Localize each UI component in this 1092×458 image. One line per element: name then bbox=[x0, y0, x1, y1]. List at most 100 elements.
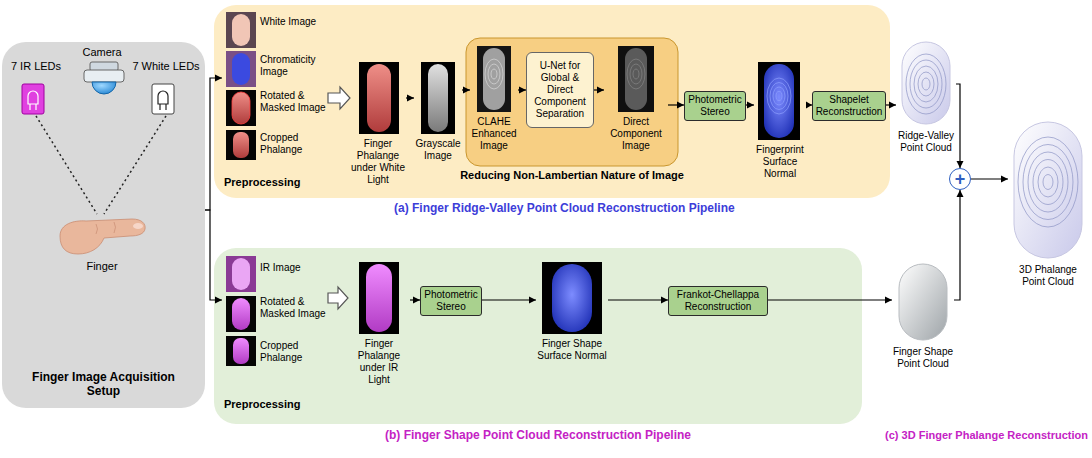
box-text: + bbox=[955, 170, 966, 188]
caption-text: Finger Phalange under IR Light bbox=[348, 338, 410, 386]
arrow-head bbox=[463, 87, 470, 94]
image-node: Direct Component Image bbox=[604, 46, 668, 154]
arrow-head bbox=[957, 190, 964, 197]
image-node: Finger Phalange under IR Light bbox=[348, 262, 410, 388]
arrow-head bbox=[747, 102, 754, 109]
light-ray bbox=[36, 116, 97, 214]
caption-text: Finger bbox=[52, 260, 152, 273]
flow-arrow bbox=[594, 87, 604, 94]
caption-text: (b) Finger Shape Point Cloud Reconstruct… bbox=[214, 428, 862, 442]
flow-arrow bbox=[482, 297, 536, 304]
point-cloud-node: Finger Shape Point Cloud bbox=[892, 262, 954, 372]
box-text: U-Net for Global & Direct Component Sepa… bbox=[529, 60, 591, 120]
arrow-head bbox=[677, 102, 684, 109]
non-lambertian-group: Reducing Non-Lambertian Nature of ImageC… bbox=[466, 38, 678, 166]
white-led-icon bbox=[152, 84, 174, 114]
block-arrow bbox=[328, 87, 350, 109]
flow-arrow bbox=[956, 84, 964, 168]
hollow-arrow bbox=[328, 287, 348, 309]
connector-line bbox=[608, 299, 668, 300]
connector-line bbox=[746, 104, 754, 105]
image-node: Finger Phalange under White Light bbox=[350, 62, 406, 188]
camera: Camera bbox=[74, 46, 130, 108]
caption-text: Camera bbox=[74, 46, 130, 59]
preprocessing-thumbnails bbox=[226, 12, 256, 366]
connector-line bbox=[104, 116, 166, 214]
connector-line bbox=[36, 116, 97, 214]
flow-arrow bbox=[608, 297, 668, 304]
caption-text: Direct Component Image bbox=[604, 116, 668, 152]
connector-line bbox=[956, 84, 960, 168]
connector-line bbox=[971, 178, 1008, 179]
white-led: 7 White LEDs bbox=[130, 60, 202, 116]
caption-text: 3D Phalange Point Cloud bbox=[1008, 264, 1088, 288]
flow-arrow bbox=[406, 95, 414, 102]
ir-led-icon bbox=[22, 84, 44, 114]
caption-text: 7 IR LEDs bbox=[8, 60, 64, 73]
connector-line bbox=[410, 299, 420, 300]
caption-text: Preprocessing bbox=[224, 398, 324, 411]
connector-line bbox=[768, 299, 892, 300]
arrow-head bbox=[889, 102, 896, 109]
process-box: Frankot-Chellappa Reconstruction bbox=[668, 286, 768, 316]
connector-line bbox=[668, 104, 684, 105]
caption-text: White Image bbox=[260, 16, 326, 28]
caption-text: Finger Image Acquisition Setup bbox=[22, 370, 185, 398]
caption-text: Finger Shape Point Cloud bbox=[892, 346, 954, 370]
connector-line bbox=[406, 97, 414, 98]
caption-text: Chromaticity Image bbox=[260, 54, 326, 78]
connector-line bbox=[205, 210, 222, 300]
point-cloud-node: 3D Phalange Point Cloud bbox=[1008, 120, 1088, 290]
connector-line bbox=[462, 89, 470, 90]
ir-led: 7 IR LEDs bbox=[8, 60, 64, 116]
box-text: Photometric Stereo bbox=[423, 289, 479, 313]
setup-panel: Finger Image Acquisition Setup 7 IR LEDs C… bbox=[2, 42, 205, 408]
caption-text: Ridge-Valley Point Cloud bbox=[896, 130, 956, 154]
connector-line bbox=[886, 104, 896, 105]
block-arrow bbox=[328, 287, 348, 309]
arrow-head bbox=[957, 161, 964, 168]
network-box: U-Net for Global & Direct Component Sepa… bbox=[526, 52, 594, 128]
arrow-head bbox=[1001, 176, 1008, 183]
process-box: Shapelet Reconstruction bbox=[812, 91, 886, 121]
image-node: Grayscale Image bbox=[414, 62, 462, 164]
panel-grounds bbox=[2, 5, 890, 424]
camera-icon bbox=[84, 62, 124, 94]
flow-arrow bbox=[668, 102, 684, 109]
caption-text: Cropped Phalange bbox=[260, 132, 326, 156]
arrow-head bbox=[215, 297, 222, 304]
caption-text: Fingerprint Surface Normal bbox=[754, 144, 806, 180]
preprocessing-group: White ImageChromaticity ImageRotated & M… bbox=[222, 10, 328, 195]
flow-arrow bbox=[205, 210, 222, 304]
arrow-head bbox=[661, 297, 668, 304]
pipeline-panel: (a) Finger Ridge-Valley Point Cloud Reco… bbox=[214, 5, 890, 198]
caption-text: 7 White LEDs bbox=[130, 60, 202, 73]
arrow-head bbox=[597, 87, 604, 94]
box-text: Shapelet Reconstruction bbox=[815, 94, 883, 118]
caption-text: (a) Finger Ridge-Valley Point Cloud Reco… bbox=[394, 201, 824, 215]
connector-line bbox=[482, 299, 536, 300]
flow-arrow bbox=[954, 190, 964, 300]
finger-photo: Finger bbox=[52, 214, 152, 276]
process-box: Photometric Stereo bbox=[420, 286, 482, 316]
caption-text: Cropped Phalange bbox=[260, 340, 326, 364]
caption-text: Rotated & Masked Image bbox=[260, 296, 326, 320]
pipeline-panel: (b) Finger Shape Point Cloud Reconstruct… bbox=[214, 248, 862, 424]
flow-arrow bbox=[746, 102, 754, 109]
figure-part-label: (c) 3D Finger Phalange Reconstruction bbox=[885, 429, 1088, 442]
arrow-head bbox=[413, 297, 420, 304]
flow-arrow bbox=[518, 87, 526, 94]
light-ray bbox=[104, 116, 166, 214]
flow-arrow bbox=[971, 176, 1008, 183]
flow-arrow bbox=[462, 87, 470, 94]
caption-text: CLAHE Enhanced Image bbox=[470, 116, 518, 152]
connector-line bbox=[518, 89, 526, 90]
point-clouds bbox=[899, 42, 1082, 340]
image-node: Finger Shape Surface Normal bbox=[536, 262, 608, 364]
finger-photo bbox=[60, 219, 145, 254]
arrow-head bbox=[529, 297, 536, 304]
arrow-head bbox=[215, 75, 222, 82]
image-node: Fingerprint Surface Normal bbox=[754, 62, 806, 182]
box-text: Photometric Stereo bbox=[687, 94, 743, 118]
